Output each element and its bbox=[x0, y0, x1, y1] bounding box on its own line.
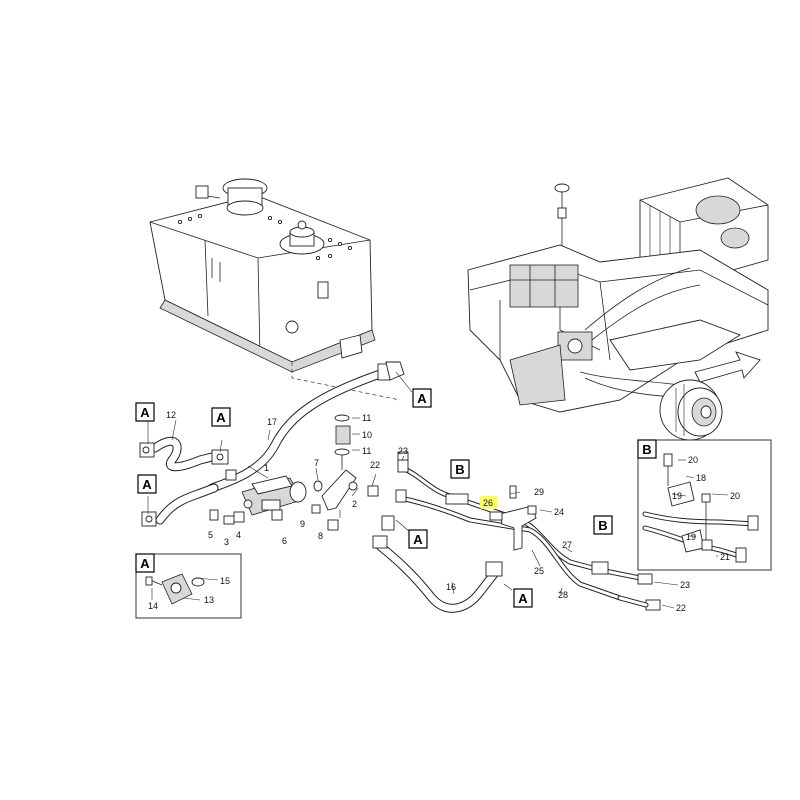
callout-4: 4 bbox=[236, 530, 241, 540]
bolt-9 bbox=[311, 504, 321, 514]
callout-18: 18 bbox=[696, 473, 706, 483]
callout-19-upper: 19 bbox=[672, 491, 682, 501]
callout-22-left: 22 bbox=[370, 460, 380, 470]
callout-6: 6 bbox=[282, 536, 287, 546]
callout-23-right: 23 bbox=[680, 580, 690, 590]
ref-letter: A bbox=[417, 391, 427, 406]
fitting-22-left bbox=[367, 485, 379, 497]
callout-9: 9 bbox=[300, 519, 305, 529]
ref-letter: A bbox=[140, 405, 150, 420]
ref-box-a-1: A bbox=[135, 402, 155, 422]
callout-20-upper: 20 bbox=[688, 455, 698, 465]
tank-bolts bbox=[177, 213, 353, 261]
coupling-10-11 bbox=[334, 414, 351, 470]
ref-letter: B bbox=[455, 462, 464, 477]
callout-26: 26 bbox=[483, 498, 493, 508]
fitting-3 bbox=[223, 515, 235, 525]
pump-1 bbox=[241, 475, 307, 521]
bolt-29 bbox=[509, 485, 517, 499]
callout-5: 5 bbox=[208, 530, 213, 540]
detail-box-b bbox=[637, 439, 772, 571]
callout-15: 15 bbox=[220, 576, 230, 586]
fitting-a-upper bbox=[211, 449, 229, 465]
callout-2: 2 bbox=[352, 499, 357, 509]
callout-27: 27 bbox=[562, 540, 572, 550]
fitting-23-right bbox=[637, 573, 653, 585]
callout-20-lower: 20 bbox=[730, 491, 740, 501]
callout-25: 25 bbox=[534, 566, 544, 576]
ref-box-b-detail: B bbox=[637, 439, 657, 459]
callout-13: 13 bbox=[204, 595, 214, 605]
callout-3: 3 bbox=[224, 537, 229, 547]
callout-12: 12 bbox=[166, 410, 176, 420]
bracket-2 bbox=[321, 469, 357, 511]
ref-letter: B bbox=[598, 518, 607, 533]
ref-box-a-6: A bbox=[513, 588, 533, 608]
highlighted-callout-26 bbox=[480, 496, 498, 509]
seal-7 bbox=[313, 480, 323, 492]
hydraulic-tank-illustration bbox=[149, 178, 401, 401]
callout-23-top: 23 bbox=[398, 446, 408, 456]
callout-11-upper: 11 bbox=[362, 413, 371, 423]
leader-lines bbox=[147, 371, 729, 609]
ref-box-a-2: A bbox=[211, 407, 231, 427]
hose-clamp bbox=[225, 469, 237, 481]
pipe-assembly-27-28 bbox=[395, 459, 643, 601]
ref-letter: A bbox=[518, 591, 528, 606]
bolt-24 bbox=[527, 505, 537, 515]
bolt-8 bbox=[327, 519, 339, 531]
ref-box-b-1: B bbox=[450, 459, 470, 479]
callout-19-lower: 19 bbox=[686, 532, 696, 542]
fitting-23-top bbox=[397, 451, 409, 461]
callout-7: 7 bbox=[314, 458, 319, 468]
hose-lower-left bbox=[141, 483, 219, 527]
ref-letter: A bbox=[142, 477, 152, 492]
direction-arrow bbox=[694, 351, 761, 383]
callout-17: 17 bbox=[267, 417, 277, 427]
wheel-hub-illustration bbox=[659, 379, 723, 441]
part-26 bbox=[489, 511, 503, 521]
callout-10: 10 bbox=[362, 430, 372, 440]
ref-box-a-3: A bbox=[137, 474, 157, 494]
callout-24: 24 bbox=[554, 507, 564, 517]
callout-14: 14 bbox=[148, 601, 158, 611]
ref-letter: B bbox=[642, 442, 651, 457]
callout-8: 8 bbox=[318, 531, 323, 541]
fitting-4 bbox=[233, 511, 245, 523]
reference-boxes: A A A A A A A B bbox=[135, 388, 657, 608]
ref-box-b-2: B bbox=[593, 515, 613, 535]
callout-16: 16 bbox=[446, 582, 456, 592]
hose-16 bbox=[372, 515, 503, 613]
callout-numbers: 1 2 3 4 5 6 7 8 9 10 11 11 12 13 14 15 1… bbox=[148, 410, 740, 613]
callout-22-right: 22 bbox=[676, 603, 686, 613]
ref-box-a-detail: A bbox=[135, 553, 155, 573]
ref-box-a-5: A bbox=[408, 529, 428, 549]
hose-12 bbox=[139, 436, 221, 472]
ref-box-a-4: A bbox=[412, 388, 432, 408]
callout-29: 29 bbox=[534, 487, 544, 497]
ref-letter: A bbox=[413, 532, 423, 547]
ref-letter: A bbox=[140, 556, 150, 571]
callout-21: 21 bbox=[720, 552, 730, 562]
callout-28: 28 bbox=[558, 590, 568, 600]
fitting-5 bbox=[209, 509, 219, 521]
ref-letter: A bbox=[216, 410, 226, 425]
callout-11-lower: 11 bbox=[362, 446, 371, 456]
machine-frame-illustration bbox=[467, 177, 769, 441]
callout-1: 1 bbox=[264, 463, 269, 473]
